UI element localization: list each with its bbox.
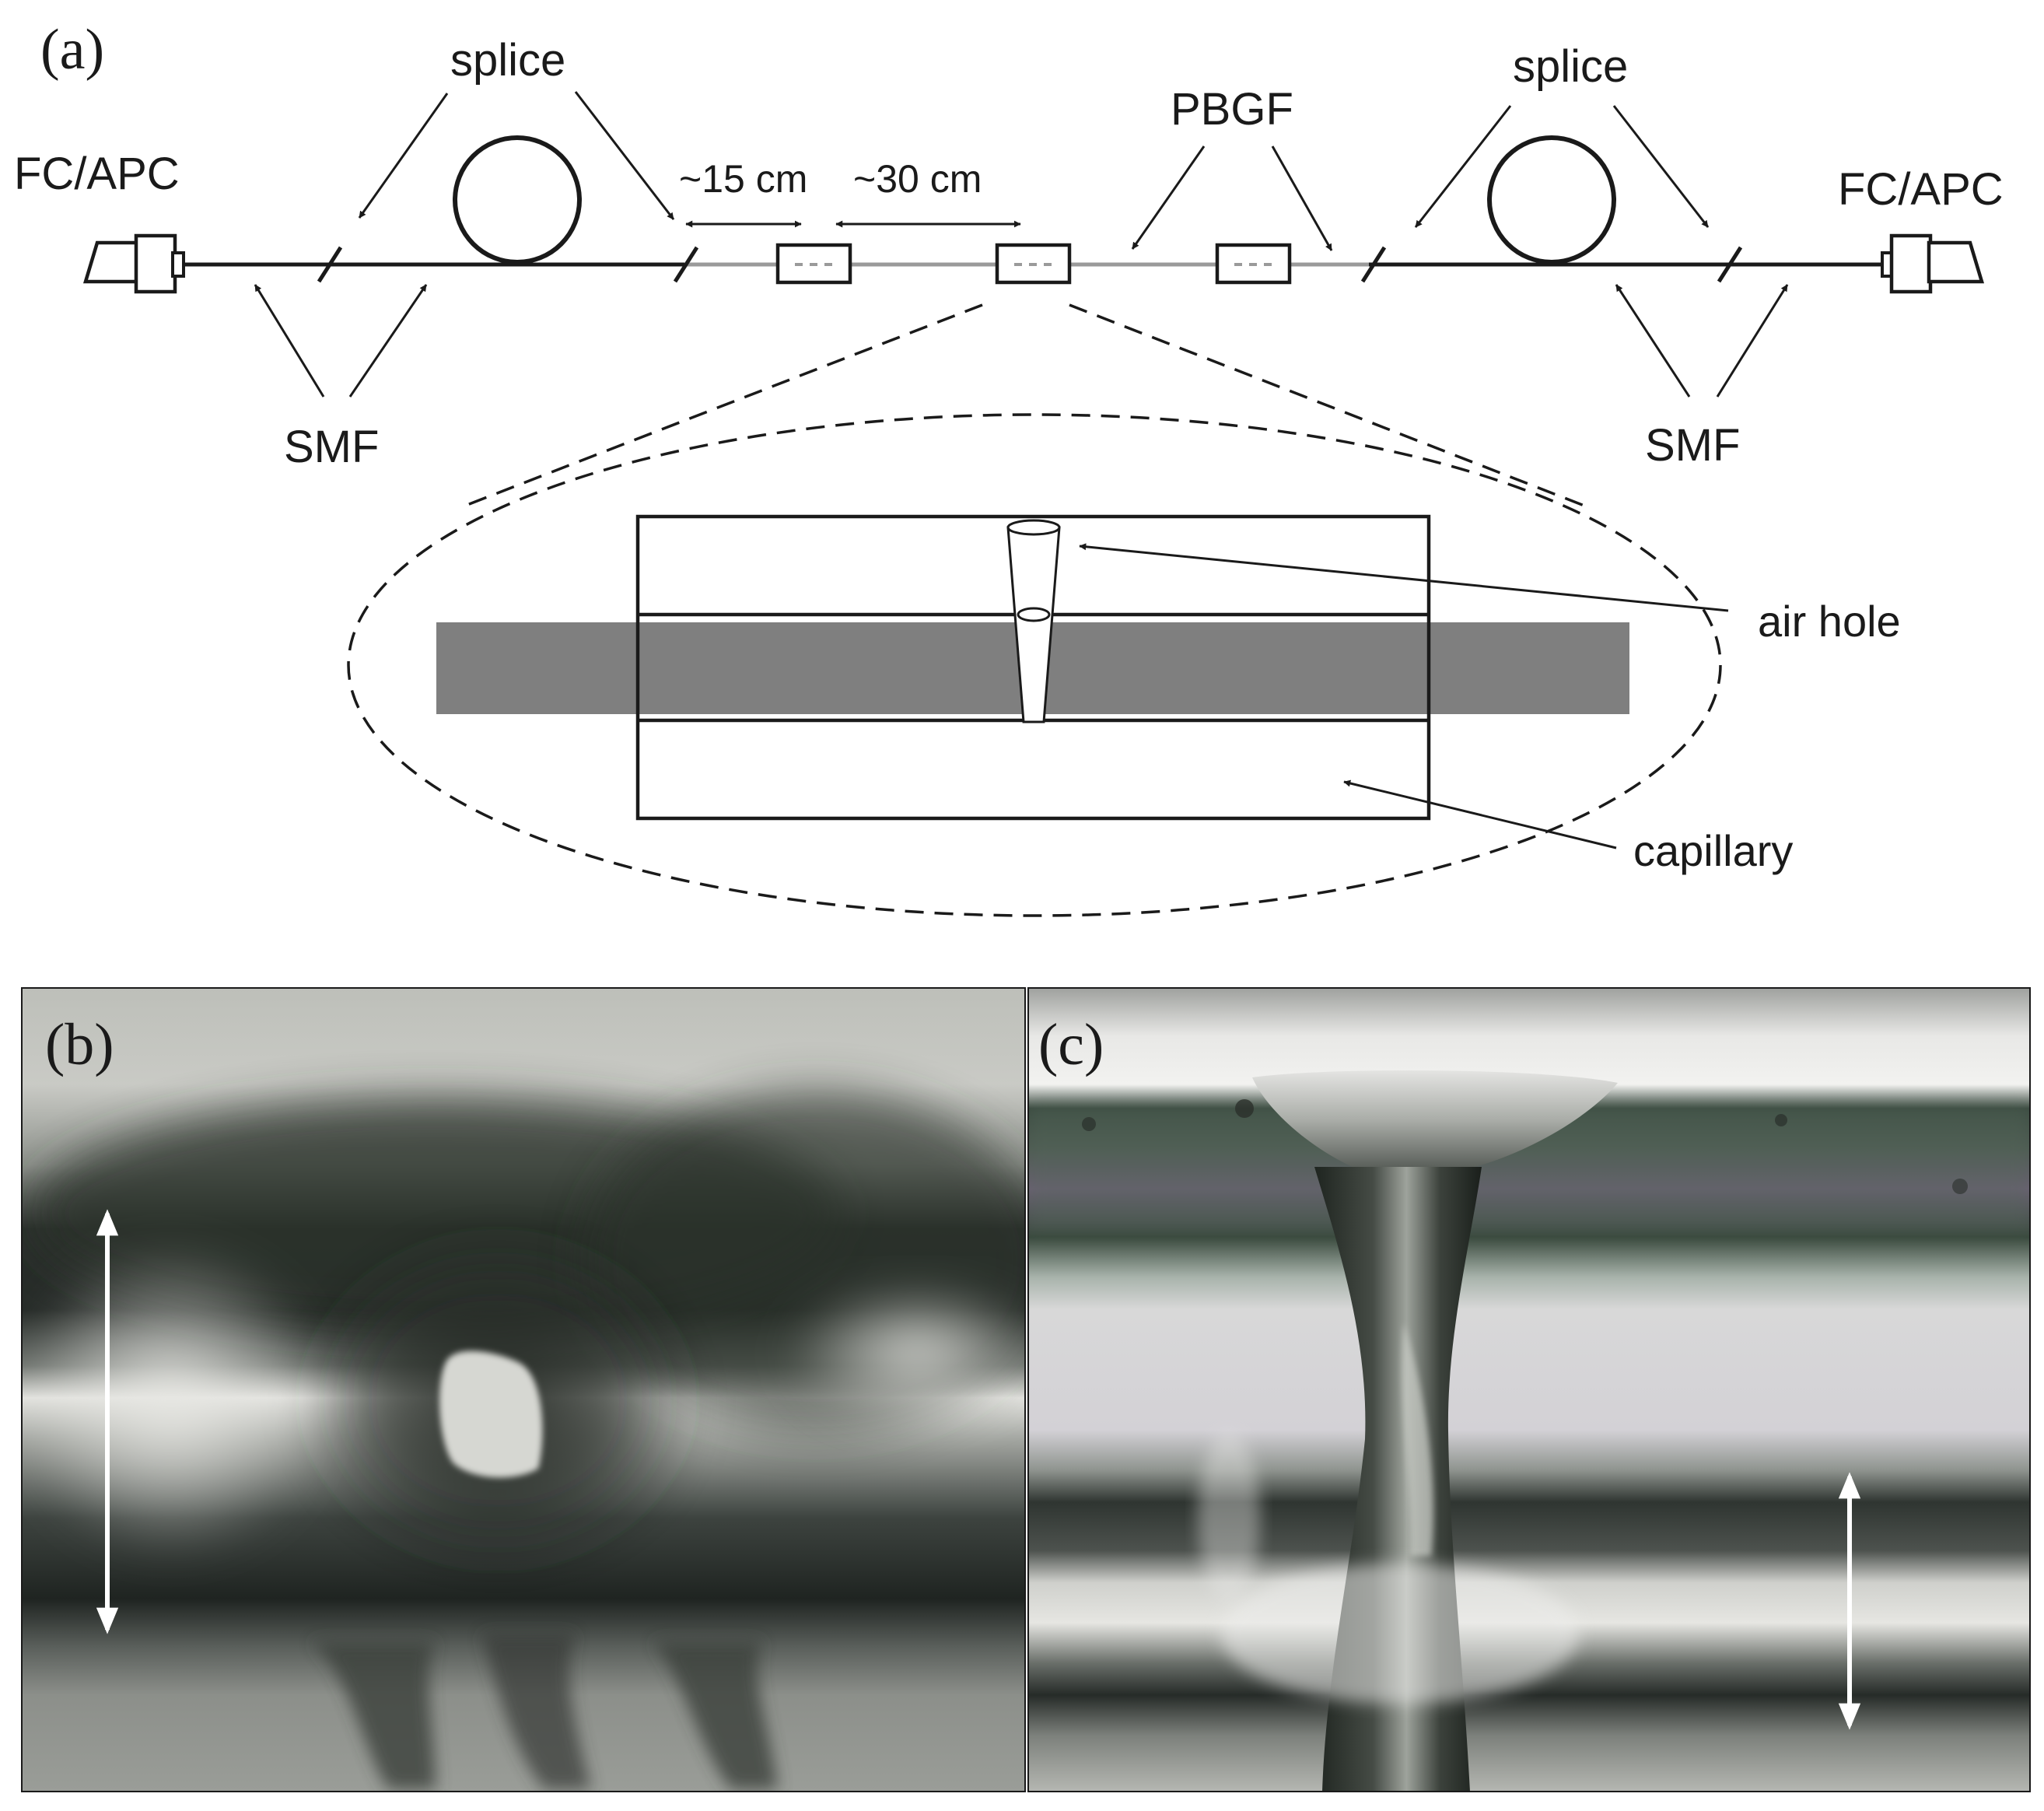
panel-c-label: (c) — [1038, 1012, 1104, 1077]
capillary-box-1 — [775, 243, 852, 285]
zoom-line-left — [464, 303, 983, 507]
zoom-line-right — [1069, 303, 1589, 509]
splice-right-label: splice — [1513, 41, 1628, 92]
smf-right-arrow-2 — [1716, 284, 1789, 398]
air-hole-shape — [1006, 519, 1061, 723]
capillary-box-2 — [995, 243, 1072, 285]
fiber-loop-left — [453, 135, 582, 264]
panel-c-photo — [1028, 988, 2030, 1792]
smf-left-arrow-2 — [348, 284, 428, 398]
panel-a: (a) — [14, 18, 2004, 917]
smf-left-arrow-1 — [254, 284, 325, 398]
splice-right-arrow-1 — [1414, 105, 1512, 228]
fc-apc-left-ferrule — [134, 233, 177, 294]
splice-left-arrow-2 — [574, 91, 675, 220]
panel-b-photo — [22, 988, 1025, 1792]
splice-right-arrow-2 — [1612, 105, 1710, 228]
air-hole-arrow — [1079, 543, 1729, 612]
capillary-arrow — [1343, 779, 1617, 849]
pbgf-arrow-1 — [1131, 145, 1206, 250]
pbgf-arrow-2 — [1271, 145, 1333, 251]
pbgf-label: PBGF — [1171, 84, 1293, 135]
splice-mark-4 — [1717, 246, 1743, 283]
zoom-ellipse — [347, 413, 1722, 917]
smf-right-arrow-1 — [1615, 284, 1691, 398]
splice-mark-2 — [673, 246, 699, 283]
fc-apc-left-label: FC/APC — [14, 149, 180, 199]
capillary-label: capillary — [1633, 826, 1793, 875]
fc-apc-right-ferrule — [1889, 233, 1933, 294]
capillary-outline — [635, 514, 1431, 821]
fc-apc-right-label: FC/APC — [1838, 164, 2004, 215]
fiber-loop-right — [1487, 135, 1616, 264]
fc-apc-left-connector — [82, 240, 141, 284]
funnel-photo-c — [1252, 1070, 1618, 1171]
air-hole-photo-b — [439, 1350, 543, 1478]
splice-left-arrow-1 — [358, 93, 449, 219]
air-hole-label: air hole — [1758, 597, 1901, 646]
smf-left-label: SMF — [284, 422, 379, 472]
distance-30cm-label: ~30 cm — [853, 157, 982, 201]
splice-mark-1 — [317, 246, 343, 283]
panel-a-label: (a) — [40, 18, 104, 82]
smf-right-label: SMF — [1645, 420, 1740, 471]
panel-b-label: (b) — [45, 1012, 114, 1077]
splice-left-label: splice — [450, 35, 565, 86]
distance-15cm-label: ~15 cm — [679, 157, 807, 201]
capillary-box-3 — [1215, 243, 1292, 285]
fc-apc-right-connector — [1927, 240, 1985, 284]
splice-mark-3 — [1360, 246, 1387, 283]
